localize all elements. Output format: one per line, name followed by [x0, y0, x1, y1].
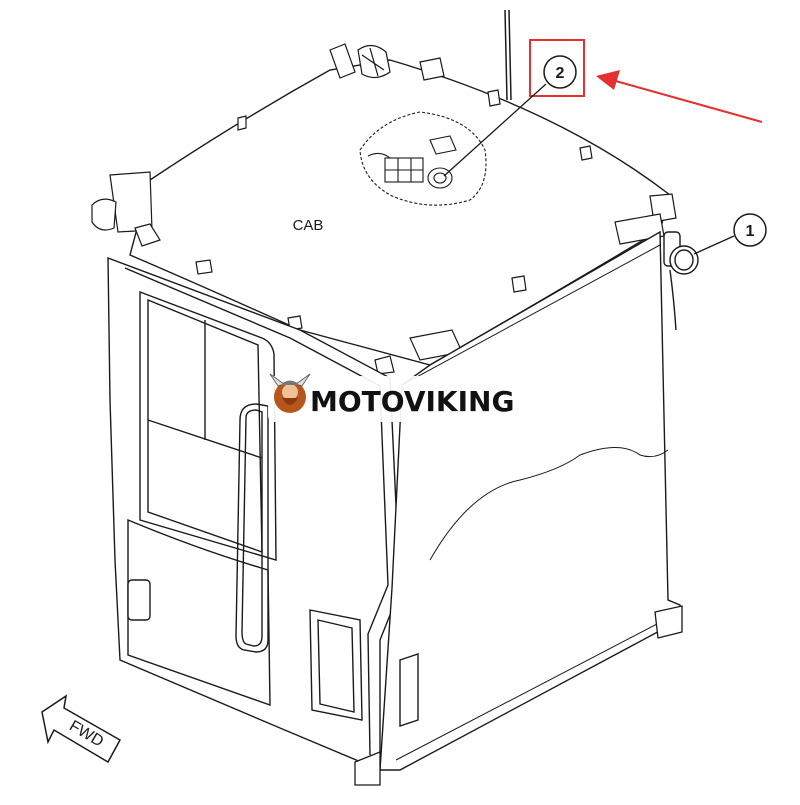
callout-1: 1	[733, 213, 767, 247]
cab-label: CAB	[293, 217, 324, 234]
highlight-arrow	[596, 70, 763, 123]
highlight-box	[529, 39, 585, 97]
callout-1-number: 1	[746, 223, 755, 240]
callout-2-number: 2	[556, 65, 565, 82]
watermark-background	[268, 376, 534, 422]
beacon-lamp	[663, 231, 699, 331]
handrail	[235, 403, 269, 653]
watermark-brand: MOTOVIKING	[310, 385, 514, 418]
callout-2-leader	[443, 83, 547, 177]
roof-brackets	[91, 43, 677, 375]
cab-base	[354, 605, 683, 786]
antenna	[504, 9, 512, 101]
interior-roof-panel	[359, 111, 487, 206]
callout-2: 2	[543, 55, 577, 89]
fwd-arrow: FWD	[41, 694, 122, 764]
viking-logo-icon	[269, 373, 311, 413]
watermark: MOTOVIKING	[268, 373, 534, 422]
callout-1-leader	[693, 235, 735, 255]
cab-side-wall	[309, 230, 681, 771]
